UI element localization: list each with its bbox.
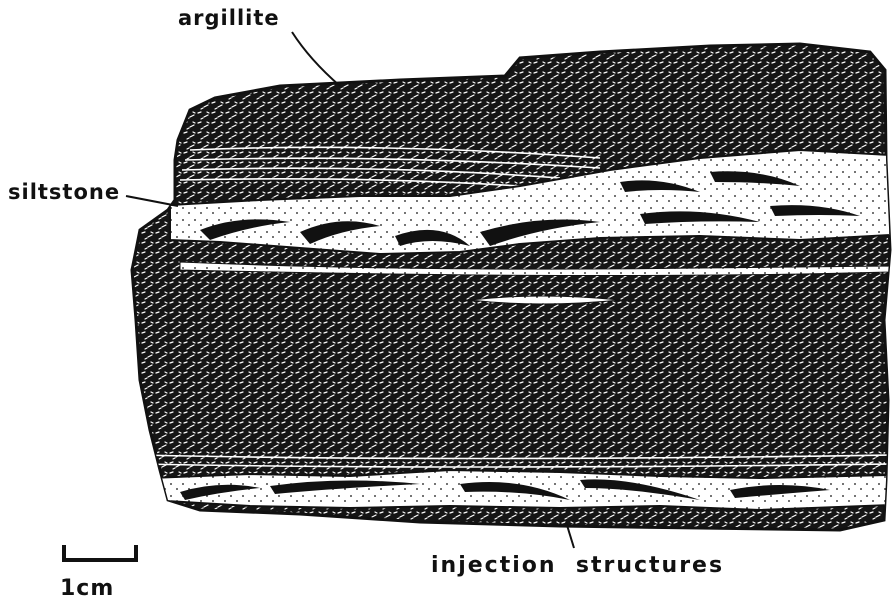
scale-label: 1cm: [60, 576, 114, 601]
scale-bar: [64, 545, 136, 560]
siltstone-leader-line: [126, 196, 178, 206]
label-argillite: argillite: [178, 6, 280, 30]
label-siltstone: siltstone: [8, 180, 120, 204]
label-injection-structures: injection structures: [431, 553, 724, 578]
argillite-leader-line: [292, 32, 340, 86]
